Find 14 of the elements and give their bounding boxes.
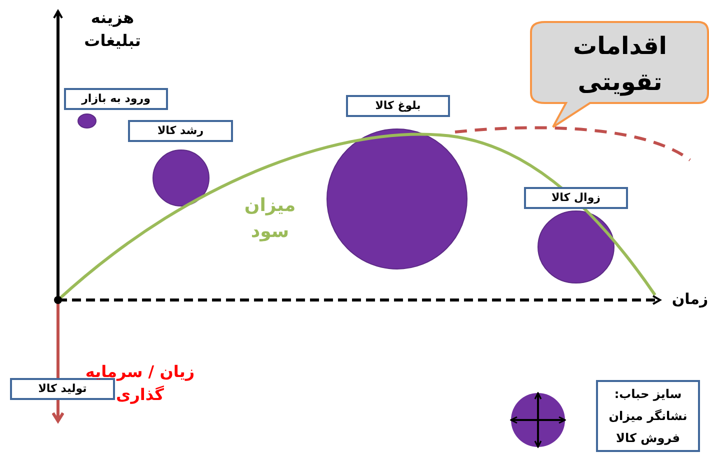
sales-bubble bbox=[326, 128, 468, 270]
stage-label: بلوغ کالا bbox=[346, 95, 450, 117]
axis-title: زمان bbox=[670, 289, 709, 310]
axis-title: هزینه تبلیغات bbox=[83, 7, 142, 52]
stage-label: رشد کالا bbox=[128, 120, 233, 142]
stage-label: تولید کالا bbox=[10, 378, 115, 400]
curve-label: میزان سود bbox=[243, 194, 297, 244]
stage-label: ورود به بازار bbox=[64, 88, 168, 110]
sales-bubble bbox=[78, 114, 96, 128]
sales-bubble bbox=[538, 210, 614, 284]
callout-text: اقدامات تقویتی bbox=[540, 28, 700, 100]
sales-bubble bbox=[152, 150, 210, 206]
stage-label: زوال کالا bbox=[524, 187, 628, 209]
legend-text: سایز حباب: نشانگر میزان فروش کالا bbox=[596, 380, 700, 452]
